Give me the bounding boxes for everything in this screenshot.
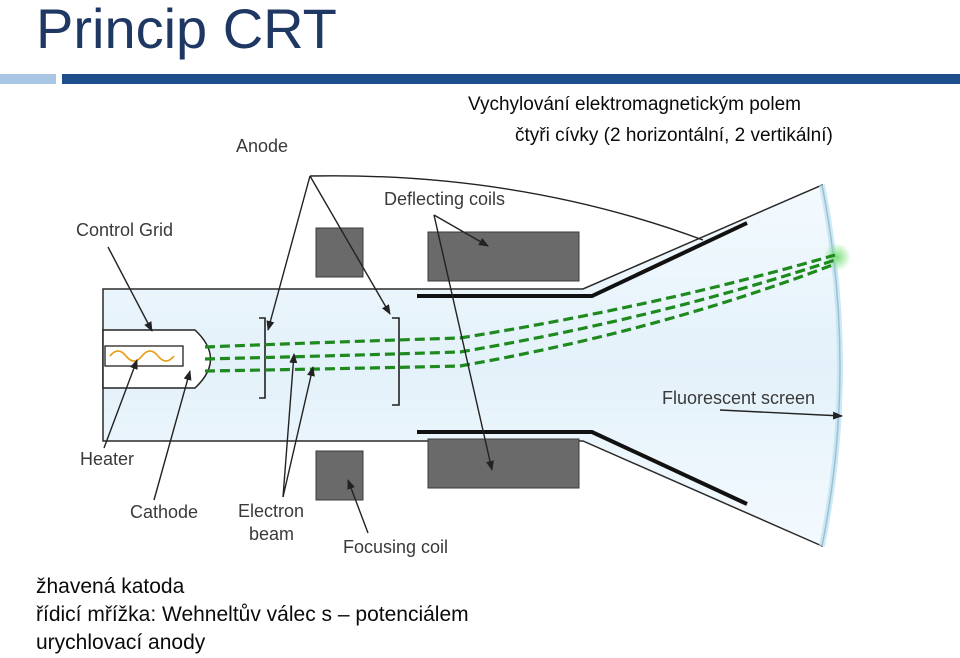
- note-control-grid: řídicí mřížka: Wehneltův válec s – poten…: [36, 603, 469, 626]
- deflecting-coil-bottom: [427, 438, 580, 489]
- label-focusing-coil: Focusing coil: [343, 537, 448, 557]
- label-deflecting-coils: Deflecting coils: [384, 189, 505, 209]
- deflection-note-line2: čtyři cívky (2 horizontální, 2 vertikáln…: [515, 125, 833, 146]
- fluorescent-screen: [819, 184, 843, 547]
- label-anode: Anode: [236, 136, 288, 156]
- note-accelerating-anodes: urychlovací anody: [36, 631, 206, 654]
- deflector-plate-top: [417, 221, 748, 298]
- label-fluorescent-screen: Fluorescent screen: [662, 388, 815, 408]
- deflecting-coil-top: [427, 231, 580, 282]
- focusing-coil-top: [315, 227, 364, 278]
- label-electron: Electron: [238, 501, 304, 521]
- heater-filament: [109, 350, 175, 362]
- label-cathode: Cathode: [130, 502, 198, 522]
- title-rule: [62, 74, 960, 84]
- slide-title: Princip CRT: [36, 0, 337, 60]
- deflection-note-line1: Vychylování elektromagnetickým polem: [468, 94, 801, 115]
- deflector-plate-bottom: [417, 430, 748, 506]
- label-heater: Heater: [80, 449, 134, 469]
- title-rule-accent: [0, 74, 56, 84]
- heater-box: [104, 345, 184, 367]
- focusing-coil-bottom: [315, 450, 364, 501]
- electron-beam: [204, 253, 836, 373]
- beam-spot: [823, 243, 851, 271]
- anode-bracket: [392, 317, 400, 406]
- label-control-grid: Control Grid: [76, 220, 173, 240]
- label-beam: beam: [249, 524, 294, 544]
- leader-arrows: [103, 175, 843, 534]
- note-heated-cathode: žhavená katoda: [36, 575, 185, 598]
